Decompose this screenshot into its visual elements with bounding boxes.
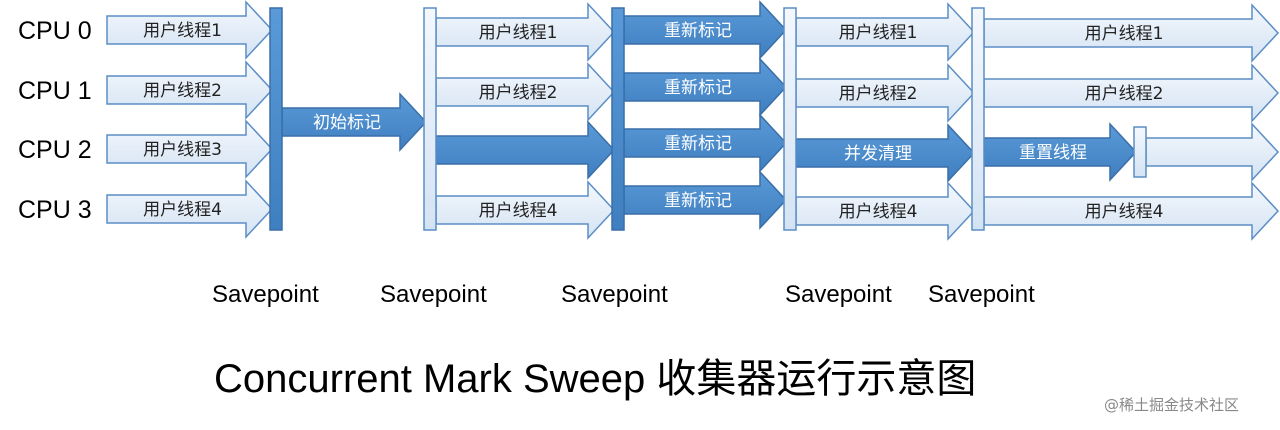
arrow-p4-cpu3 xyxy=(795,181,976,241)
arrow-p1-cpu0-label: 用户线程1 xyxy=(143,21,222,41)
arrow-concurrent-sweep xyxy=(795,123,976,183)
arrow-p5-cpu0 xyxy=(983,3,1280,63)
savepoint-bar-1 xyxy=(269,7,283,231)
arrow-reset-threads xyxy=(983,122,1138,182)
arrow-concurrent-mark xyxy=(435,120,616,180)
arrow-initial-mark xyxy=(281,92,428,152)
savepoint-label-4: Savepoint xyxy=(785,281,892,308)
arrow-remark-cpu0-label: 重新标记 xyxy=(664,21,732,41)
reset-end-bar xyxy=(1133,126,1147,178)
arrow-p2-cpu3-label: 用户线程4 xyxy=(479,201,558,221)
arrow-p5-cpu2 xyxy=(1145,122,1280,182)
arrow-p4-cpu0-label: 用户线程1 xyxy=(839,23,918,43)
arrow-remark-cpu0 xyxy=(623,0,788,60)
arrow-p1-cpu2 xyxy=(106,119,274,179)
arrow-p4-cpu1 xyxy=(795,63,976,123)
savepoint-bar-5 xyxy=(971,7,985,231)
arrow-p5-cpu1-label: 用户线程2 xyxy=(1085,84,1164,104)
arrow-p5-cpu3 xyxy=(983,181,1280,241)
arrow-remark-cpu3-label: 重新标记 xyxy=(664,191,732,211)
cpu-2-label: CPU 2 xyxy=(18,136,92,164)
arrow-p1-cpu1-label: 用户线程2 xyxy=(143,81,222,101)
arrow-remark-cpu1 xyxy=(623,57,788,117)
arrow-remark-cpu2 xyxy=(623,113,788,173)
arrow-p1-cpu0 xyxy=(106,0,274,60)
savepoint-bar-3 xyxy=(611,7,625,231)
arrow-remark-cpu1-label: 重新标记 xyxy=(664,78,732,98)
arrow-reset-threads-label: 重置线程 xyxy=(1019,143,1087,163)
arrow-p2-cpu0 xyxy=(435,2,616,62)
arrow-p2-cpu1 xyxy=(435,62,616,122)
arrow-p1-cpu3-label: 用户线程4 xyxy=(143,200,222,220)
savepoint-bar-4 xyxy=(783,7,797,231)
arrow-p2-cpu3 xyxy=(435,180,616,240)
savepoint-bar-2 xyxy=(423,7,437,231)
arrow-p5-cpu0-label: 用户线程1 xyxy=(1085,24,1164,44)
diagram-title: Concurrent Mark Sweep 收集器运行示意图 xyxy=(214,357,976,401)
arrow-remark-cpu2-label: 重新标记 xyxy=(664,134,732,154)
arrow-p2-cpu0-label: 用户线程1 xyxy=(479,23,558,43)
savepoint-label-2: Savepoint xyxy=(380,281,487,308)
arrow-p5-cpu1 xyxy=(983,63,1280,123)
cpu-3-label: CPU 3 xyxy=(18,196,92,224)
arrow-p4-cpu1-label: 用户线程2 xyxy=(839,84,918,104)
arrow-p2-cpu1-label: 用户线程2 xyxy=(479,83,558,103)
arrow-p1-cpu3 xyxy=(106,179,274,239)
cpu-1-label: CPU 1 xyxy=(18,77,92,105)
arrow-concurrent-sweep-label: 并发清理 xyxy=(844,144,912,164)
savepoint-label-1: Savepoint xyxy=(212,281,319,308)
arrow-initial-mark-label: 初始标记 xyxy=(313,113,381,133)
arrow-p1-cpu2-label: 用户线程3 xyxy=(143,140,222,160)
cpu-0-label: CPU 0 xyxy=(18,17,92,45)
arrow-remark-cpu3 xyxy=(623,170,788,230)
watermark: @稀土掘金技术社区 xyxy=(1104,396,1239,414)
arrow-p5-cpu3-label: 用户线程4 xyxy=(1085,202,1164,222)
savepoint-label-5: Savepoint xyxy=(928,281,1035,308)
arrow-p4-cpu0 xyxy=(795,2,976,62)
savepoint-label-3: Savepoint xyxy=(561,281,668,308)
arrow-p4-cpu3-label: 用户线程4 xyxy=(839,202,918,222)
arrow-p1-cpu1 xyxy=(106,60,274,120)
